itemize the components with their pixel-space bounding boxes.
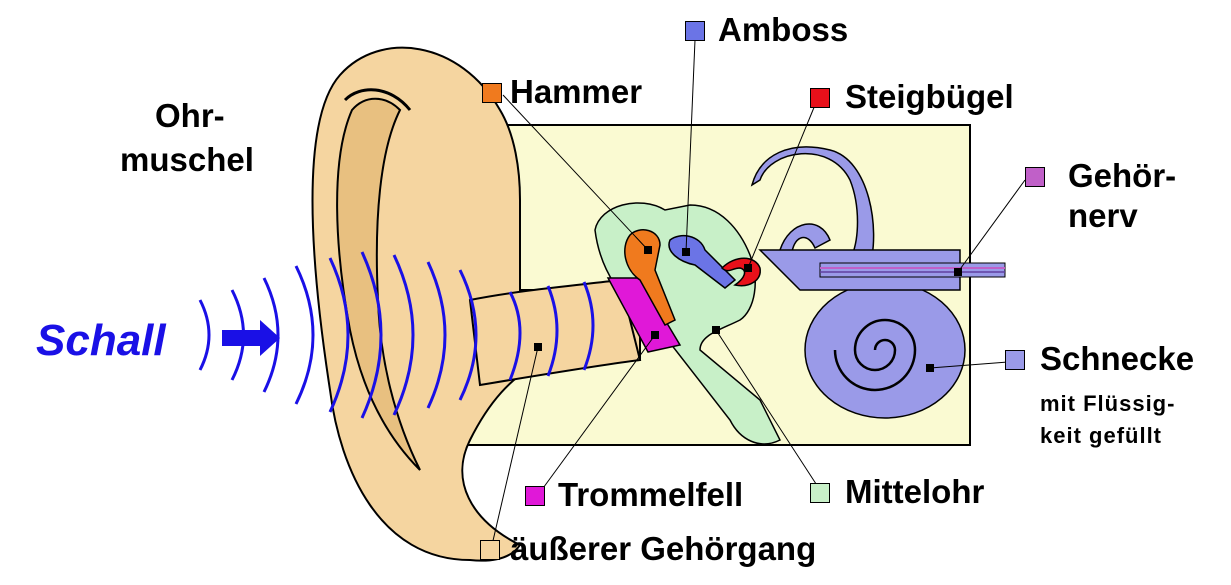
label-schnecke-note-2: keit gefüllt [1040, 422, 1162, 450]
swatch-schnecke [1005, 350, 1025, 370]
label-gehoernerv-2: nerv [1068, 198, 1138, 234]
swatch-trommelfell [525, 486, 545, 506]
label-steigbuegel: Steigbügel [845, 79, 1014, 115]
label-aeusserer-gehoergang: äußerer Gehörgang [510, 531, 816, 567]
label-amboss: Amboss [718, 12, 848, 48]
swatch-hammer [482, 83, 502, 103]
label-ohrmuschel-2: muschel [120, 142, 254, 178]
swatch-aeusserer-gehoergang [480, 540, 500, 560]
label-schall: Schall [36, 316, 166, 366]
swatch-gehoernerv [1025, 167, 1045, 187]
label-schnecke: Schnecke [1040, 341, 1194, 377]
label-mittelohr: Mittelohr [845, 474, 984, 510]
label-trommelfell: Trommelfell [558, 477, 743, 513]
swatch-amboss [685, 21, 705, 41]
swatch-steigbuegel [810, 88, 830, 108]
swatch-mittelohr [810, 483, 830, 503]
gehoernerv-shape [820, 263, 1005, 277]
label-hammer: Hammer [510, 74, 642, 110]
label-schnecke-note-1: mit Flüssig- [1040, 390, 1175, 418]
label-gehoernerv-1: Gehör- [1068, 158, 1176, 194]
label-ohrmuschel-1: Ohr- [155, 98, 225, 134]
schall-arrow [222, 320, 280, 356]
